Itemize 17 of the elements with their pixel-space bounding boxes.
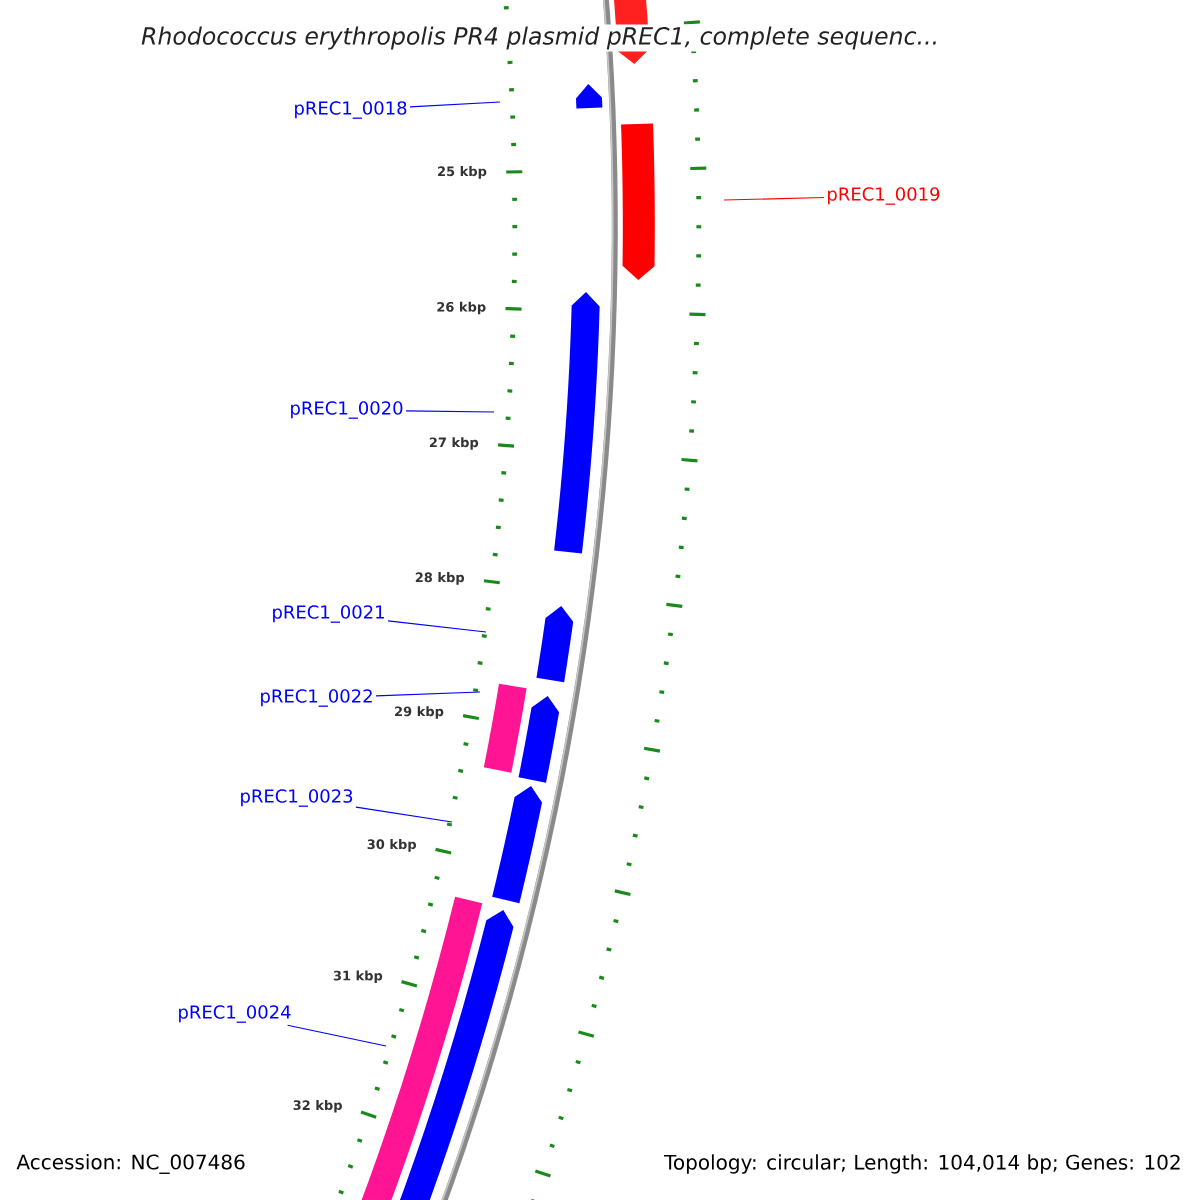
gene-label: pREC1_0024 <box>179 1005 291 1023</box>
leader-line <box>409 101 501 108</box>
leader-line <box>723 196 825 201</box>
gene-label: pREC1_0021 <box>273 605 384 623</box>
gene-label: pREC1_0018 <box>295 101 407 119</box>
leader-line <box>355 806 453 823</box>
leader-line <box>286 1024 387 1047</box>
leader-line <box>375 691 481 697</box>
leader-line <box>387 620 487 633</box>
leader-line <box>405 410 495 413</box>
footer-text: Topology: circular; Length: 104,014 bp; Genes: 102 <box>664 1154 1180 1174</box>
gene-label: pREC1_0022 <box>261 689 372 707</box>
gene-label: pREC1_0023 <box>241 789 353 807</box>
title: Rhodococcus erythropolis PR4 plasmid pREC1, complete sequenc... <box>139 24 941 52</box>
gene-label: pREC1_0020 <box>291 401 403 419</box>
gene-label: pREC1_0019 <box>828 187 940 205</box>
footer-text: Accession: NC_007486 <box>16 1154 245 1174</box>
